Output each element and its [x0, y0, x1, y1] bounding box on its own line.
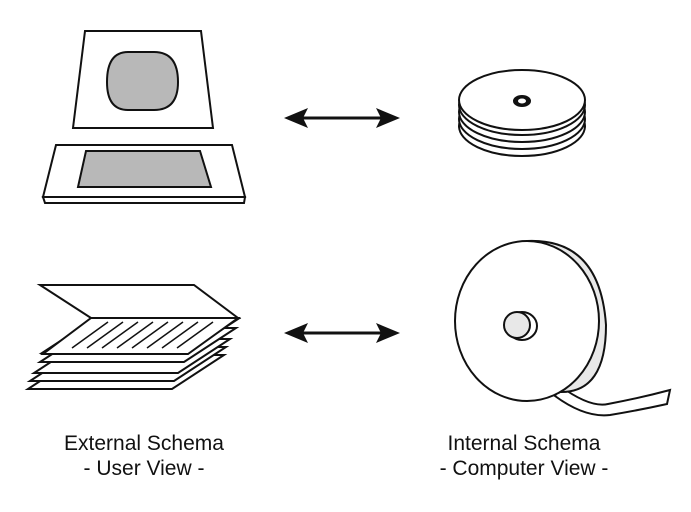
- disk-pack-icon: [458, 69, 586, 157]
- keyboard-keys: [76, 150, 213, 188]
- paper-print-lines: [71, 321, 214, 349]
- fanfold-paper-icon: [24, 284, 242, 390]
- tape-reel-icon: [454, 239, 672, 417]
- monitor-screen: [105, 51, 180, 111]
- external-schema-label: External Schema - User View -: [14, 431, 274, 481]
- tape-strip: [553, 384, 672, 417]
- internal-schema-subtitle: - Computer View -: [439, 457, 609, 480]
- reel-hub: [503, 311, 531, 339]
- bidirectional-arrow-top: [284, 108, 400, 128]
- keyboard-base-edge: [41, 196, 247, 204]
- internal-schema-label: Internal Schema - Computer View -: [394, 431, 654, 481]
- bidirectional-arrow-bottom: [284, 323, 400, 343]
- external-schema-title: External Schema: [64, 432, 224, 455]
- external-schema-subtitle: - User View -: [83, 457, 205, 480]
- computer-terminal-icon: [41, 30, 247, 204]
- internal-schema-title: Internal Schema: [447, 432, 601, 455]
- paper-folded-flap: [36, 284, 241, 319]
